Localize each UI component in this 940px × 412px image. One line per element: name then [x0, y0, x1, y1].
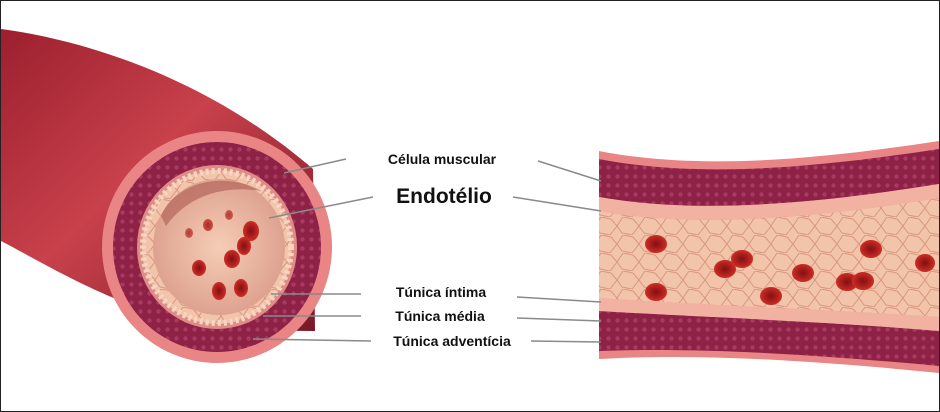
- label-tunica-media: Túnica média: [395, 308, 484, 324]
- label-tunica-intima: Túnica íntima: [396, 284, 486, 300]
- leader-media-right: [517, 318, 601, 321]
- left-vessel: [1, 29, 332, 363]
- label-tunica-adventitia: Túnica adventícia: [393, 333, 510, 349]
- label-muscle-cell: Célula muscular: [388, 151, 496, 167]
- label-endothelium: Endotélio: [396, 185, 492, 209]
- leader-adventitia-right: [531, 341, 601, 342]
- leader-endothelium-right: [513, 197, 601, 211]
- leader-intima-right: [517, 297, 601, 302]
- leader-muscle-right: [538, 161, 601, 181]
- right-vessel-section: [599, 141, 939, 373]
